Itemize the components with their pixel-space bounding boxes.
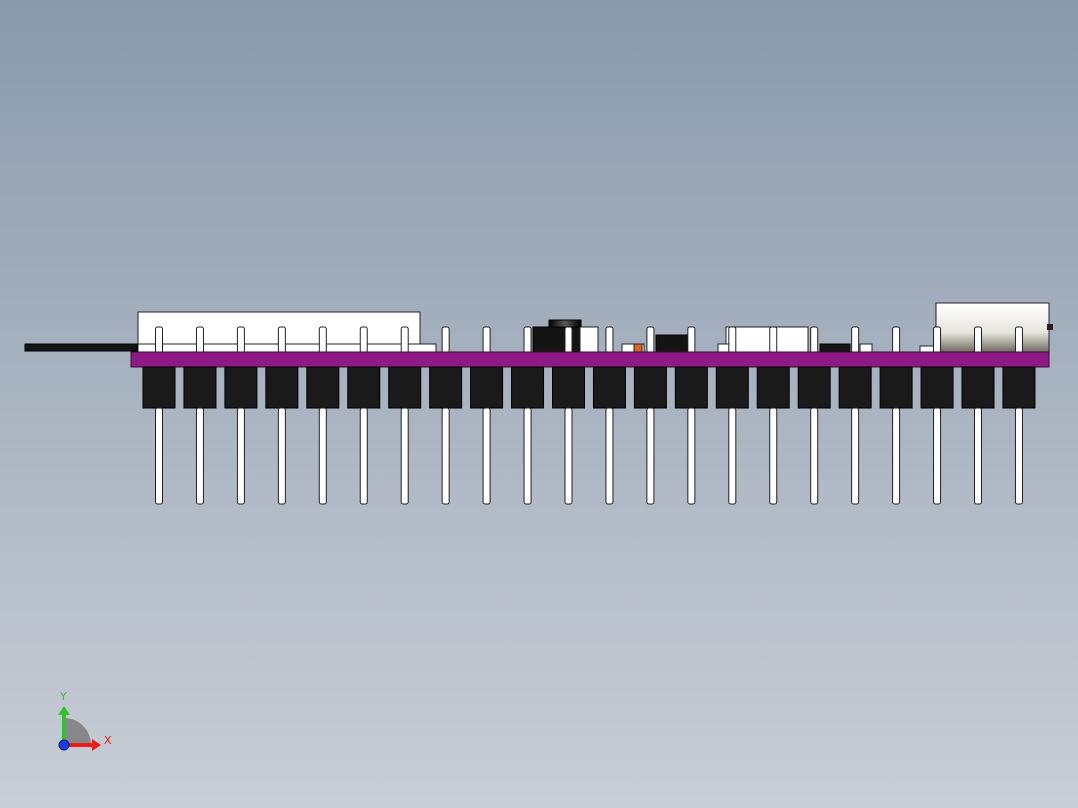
y-axis-label: Y — [59, 690, 67, 703]
header-pin-bottom — [974, 407, 982, 505]
header-pin-top — [482, 326, 491, 354]
header-pin-top — [155, 326, 163, 354]
header-pin-bottom — [359, 407, 368, 505]
header-pin-top — [277, 326, 286, 354]
header-pin-top — [564, 326, 573, 354]
header-pin-top — [851, 326, 860, 354]
pin-header-block — [592, 366, 626, 409]
y-axis-arrowhead — [58, 706, 70, 715]
header-pin-bottom — [482, 407, 491, 505]
header-pin-top — [318, 326, 327, 354]
header-pin-bottom — [646, 407, 655, 505]
header-pin-top — [359, 326, 368, 354]
header-pin-top — [892, 326, 901, 354]
pin-header-block — [552, 366, 585, 409]
pcb-board[interactable] — [130, 351, 1050, 368]
triad-arc — [64, 718, 91, 745]
pin-header-block — [715, 366, 749, 409]
antenna-wire — [24, 343, 138, 352]
header-pin-top — [974, 326, 982, 354]
pin-header-block — [388, 366, 422, 409]
pin-header-block — [879, 366, 913, 409]
header-pin-bottom — [318, 407, 327, 505]
header-pin-bottom — [728, 407, 737, 505]
pin-header-block — [429, 366, 463, 409]
header-pin-bottom — [277, 407, 286, 505]
small-white-part-right — [859, 343, 873, 353]
pin-header-block — [306, 366, 340, 409]
pin-header-block — [838, 366, 872, 409]
pin-header-block — [142, 366, 176, 409]
header-pin-bottom — [564, 407, 573, 505]
header-pin-bottom — [155, 407, 163, 505]
header-pin-bottom — [523, 407, 532, 505]
header-pin-top — [195, 326, 204, 354]
pin-header-block — [961, 366, 995, 409]
header-pin-bottom — [687, 407, 696, 505]
header-pin-bottom — [810, 407, 819, 505]
usb-tab — [1047, 324, 1053, 330]
usb-connector — [935, 302, 1050, 353]
header-pin-bottom — [769, 407, 778, 505]
lower-pin-row — [155, 407, 1023, 505]
orange-resistor — [633, 343, 643, 353]
header-pin-top — [728, 326, 737, 354]
white-component-right — [725, 326, 809, 353]
header-pin-bottom — [933, 407, 942, 505]
pin-header-block — [265, 366, 299, 409]
coordinate-triad[interactable]: X Y — [58, 690, 112, 751]
header-pin-bottom — [236, 407, 245, 505]
header-pin-bottom — [441, 407, 450, 505]
header-pin-top — [400, 326, 409, 354]
header-pin-bottom — [605, 407, 614, 505]
header-pin-bottom — [892, 407, 901, 505]
header-pin-top — [687, 326, 696, 354]
x-axis-label: X — [104, 734, 112, 747]
small-dark-part — [819, 343, 851, 353]
header-pin-top — [441, 326, 450, 354]
pin-header-block — [674, 366, 708, 409]
pin-header-block — [756, 366, 790, 409]
ic-chip-dark — [532, 326, 582, 353]
header-pin-bottom — [400, 407, 409, 505]
x-axis-arrowhead — [92, 739, 101, 751]
connector-base-strip — [137, 343, 437, 353]
header-pin-top — [523, 326, 532, 354]
header-pin-bottom — [1014, 407, 1023, 505]
pin-header-block — [511, 366, 545, 409]
pin-header-block — [470, 366, 504, 409]
pin-header-block — [920, 366, 954, 409]
header-pin-top — [236, 326, 245, 354]
header-pin-bottom — [851, 407, 860, 505]
pin-header-block — [224, 366, 258, 409]
pin-header-block — [347, 366, 381, 409]
header-pin-bottom — [195, 407, 204, 505]
header-pin-top — [810, 326, 819, 354]
dark-component — [655, 334, 689, 353]
z-axis-dot — [58, 739, 70, 751]
header-pin-top — [605, 326, 614, 354]
pin-header-block — [183, 366, 217, 409]
header-pin-top — [646, 326, 655, 354]
white-chip-side — [579, 326, 599, 353]
header-pin-top — [769, 326, 778, 354]
pcb-assembly[interactable] — [24, 302, 1053, 505]
header-pin-top — [1014, 326, 1023, 354]
pin-header-row — [142, 366, 1036, 409]
pin-header-block — [1002, 366, 1036, 409]
pin-header-block — [633, 366, 667, 409]
pin-header-block — [797, 366, 831, 409]
header-pin-top — [933, 326, 942, 354]
